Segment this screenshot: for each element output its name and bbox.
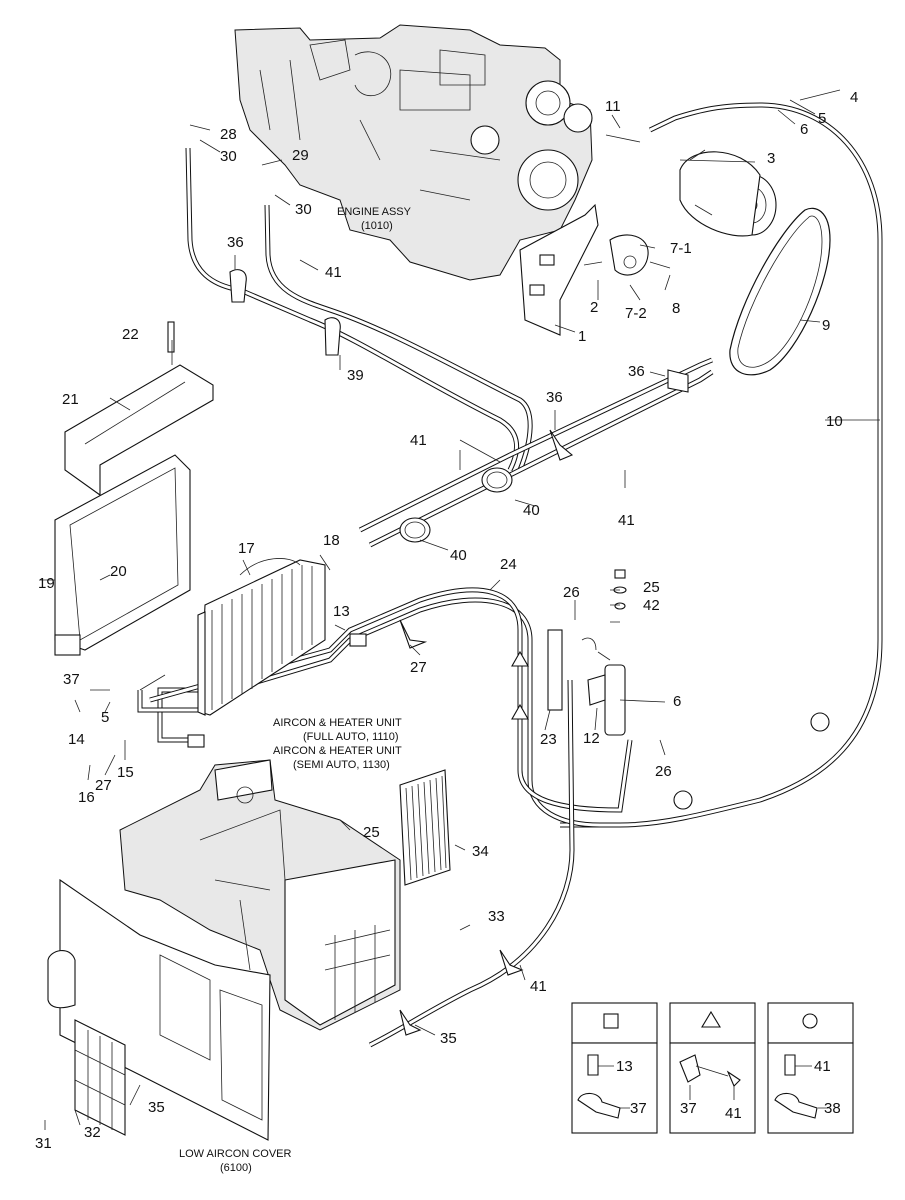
aircon-caption: AIRCON & HEATER UNIT (FULL AUTO, 1110) A…: [273, 717, 402, 771]
callout-label: 35: [440, 1030, 457, 1047]
callout-label: 29: [292, 147, 309, 164]
leader-lines: [40, 89, 880, 1130]
callout-label: 1: [578, 328, 586, 345]
legend-3-label-b: 38: [824, 1100, 841, 1117]
callout-label: 12: [583, 730, 600, 747]
callout-label: 9: [822, 317, 830, 334]
callout-label: 42: [643, 597, 660, 614]
aircon-heater-unit: [119, 759, 401, 1031]
callout-label: 22: [122, 326, 139, 343]
callout-label: 33: [488, 908, 505, 925]
callout-label: 25: [363, 824, 380, 841]
callout-label: 40: [450, 547, 467, 564]
callout-label: 25: [643, 579, 660, 596]
engine-assembly: [234, 24, 593, 281]
compressor-bracket: [519, 134, 671, 336]
callout-label: 31: [35, 1135, 52, 1152]
clamps: [229, 269, 689, 1036]
callout-label: 6: [673, 693, 681, 710]
engine-caption-line2: (1010): [361, 220, 393, 232]
callout-label: 10: [826, 413, 843, 430]
callout-label: 28: [220, 126, 237, 143]
callout-label: 16: [78, 789, 95, 806]
bracket-19: [54, 454, 191, 656]
callout-label: 30: [295, 201, 312, 218]
callout-label: 8: [672, 300, 680, 317]
cover-caption-line1: LOW AIRCON COVER: [179, 1148, 292, 1160]
callout-label: 41: [530, 978, 547, 995]
callout-label: 40: [523, 502, 540, 519]
cover-caption-line2: (6100): [220, 1162, 252, 1174]
legend-2-label-b: 41: [725, 1105, 742, 1122]
callout-label: 5: [818, 110, 826, 127]
callout-label: 26: [655, 763, 672, 780]
callout-label: 13: [333, 603, 350, 620]
callout-label: 30: [220, 148, 237, 165]
callout-label: 36: [546, 389, 563, 406]
callout-label: 41: [618, 512, 635, 529]
callout-label: 36: [227, 234, 244, 251]
compressor: [679, 149, 777, 237]
lower-hoses: [358, 357, 714, 548]
callout-label: 2: [590, 299, 598, 316]
callout-label: 32: [84, 1124, 101, 1141]
condenser: [197, 558, 326, 716]
callout-label: 36: [628, 363, 645, 380]
heater-hoses: [185, 147, 533, 472]
callout-label: 39: [347, 367, 364, 384]
legend-2-label-a: 37: [680, 1100, 697, 1117]
callout-label: 35: [148, 1099, 165, 1116]
callout-label: 41: [325, 264, 342, 281]
legend-box-1: 13 37: [571, 1002, 658, 1134]
aircon-caption-line1: AIRCON & HEATER UNIT: [273, 717, 402, 729]
callout-label: 17: [238, 540, 255, 557]
callout-label: 18: [323, 532, 340, 549]
engine-caption: ENGINE ASSY (1010): [337, 206, 412, 232]
callout-label: 26: [563, 584, 580, 601]
callout-label: 34: [472, 843, 489, 860]
bracket-21: [64, 321, 214, 497]
low-aircon-cover: [47, 878, 271, 1141]
hose-24: [137, 587, 633, 828]
aircon-caption-line3: AIRCON & HEATER UNIT: [273, 745, 402, 757]
aircon-caption-line2: (FULL AUTO, 1110): [303, 731, 399, 743]
callout-label: 37: [63, 671, 80, 688]
callout-label: 41: [410, 432, 427, 449]
callout-label: 23: [540, 731, 557, 748]
legend-box-3: 41 38: [767, 1002, 854, 1134]
hose-10: [560, 102, 883, 828]
callout-label: 27: [95, 777, 112, 794]
callout-label: 3: [767, 150, 775, 167]
aircon-caption-line4: (SEMI AUTO, 1130): [293, 759, 390, 771]
callout-label: 24: [500, 556, 517, 573]
cover-caption: LOW AIRCON COVER (6100): [179, 1148, 292, 1174]
callout-label: 5: [101, 709, 109, 726]
callout-label: 27: [410, 659, 427, 676]
callout-label: 7-2: [625, 305, 647, 322]
callout-label: 6: [800, 121, 808, 138]
callout-label: 14: [68, 731, 85, 748]
callout-label: 19: [38, 575, 55, 592]
legend-box-2: 37 41: [669, 1002, 756, 1134]
drive-belt: [729, 207, 831, 376]
legend-1-label-b: 37: [630, 1100, 647, 1117]
callout-label: 7-1: [670, 240, 692, 257]
hose-to-aircon: [368, 679, 575, 1048]
engine-caption-line1: ENGINE ASSY: [337, 206, 412, 218]
callout-label: 20: [110, 563, 127, 580]
receiver-drier: [547, 569, 627, 736]
legend-1-label-a: 13: [616, 1058, 633, 1075]
callout-label: 21: [62, 391, 79, 408]
callout-label: 11: [605, 98, 621, 115]
legend-3-label-a: 41: [814, 1058, 831, 1075]
filter-33: [399, 769, 451, 886]
callout-label: 15: [117, 764, 134, 781]
callout-label: 4: [850, 89, 858, 106]
